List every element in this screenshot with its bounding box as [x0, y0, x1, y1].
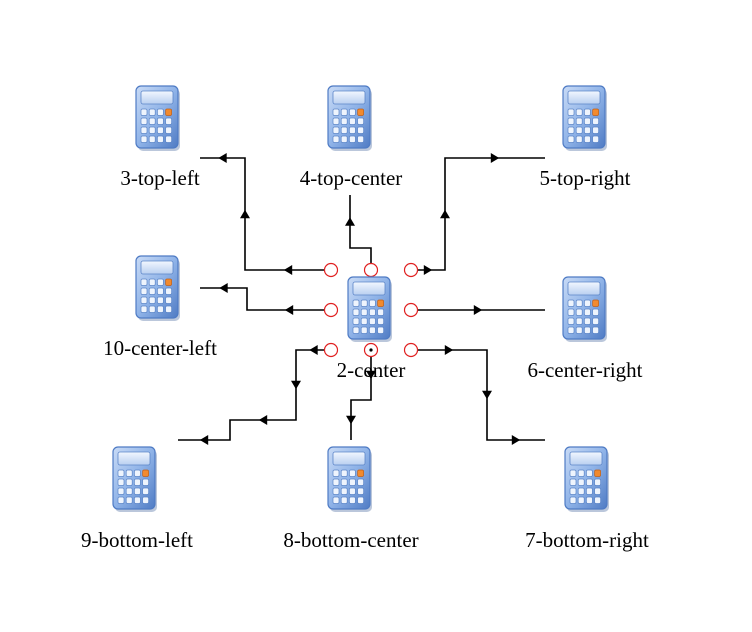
arrowhead-icon	[423, 265, 433, 275]
arrowhead-icon	[199, 435, 209, 445]
calculator-icon-8-bottom-center	[327, 446, 372, 512]
arrowhead-icon	[482, 390, 492, 400]
node-label-10-center-left: 10-center-left	[103, 336, 217, 360]
arrowhead-icon	[283, 265, 293, 275]
edge-n2-n5	[411, 153, 545, 275]
node-label-4-top-center: 4-top-center	[299, 166, 403, 190]
arrowhead-icon	[473, 305, 483, 315]
port-circle-0[interactable]	[323, 262, 339, 278]
ports-layer	[323, 262, 419, 358]
arrowhead-icon	[346, 415, 356, 425]
arrowhead-icon	[345, 217, 355, 226]
edges-layer	[178, 153, 545, 445]
edge-n2-n10	[200, 283, 331, 315]
node-label-7-bottom-right: 7-bottom-right	[525, 528, 649, 552]
arrowhead-icon	[240, 209, 250, 219]
arrowhead-icon	[309, 345, 318, 355]
port-circle-7[interactable]	[403, 342, 419, 358]
edge-n2-n4	[345, 195, 372, 270]
node-label-6-center-right: 6-center-right	[527, 358, 643, 382]
port-circle-2[interactable]	[403, 262, 419, 278]
calculator-icon-4-top-center	[327, 85, 372, 151]
calculator-icon-9-bottom-left	[112, 446, 157, 512]
arrowhead-icon	[366, 370, 376, 380]
node-label-9-bottom-left: 9-bottom-left	[81, 528, 193, 552]
edge-n2-n3	[200, 153, 331, 275]
calculator-icon-3-top-left	[135, 85, 180, 151]
arrowhead-icon	[511, 435, 521, 445]
calculator-icon-5-top-right	[562, 85, 607, 151]
edge-n2-n9	[178, 345, 331, 445]
calculator-icon-6-center-right	[562, 276, 607, 342]
port-circle-4[interactable]	[403, 302, 419, 318]
port-circle-5[interactable]	[323, 342, 339, 358]
calculator-icon-2-center	[347, 276, 392, 342]
arrowhead-icon	[218, 153, 227, 163]
arrowhead-icon	[444, 345, 454, 355]
calculator-icon-7-bottom-right	[564, 446, 609, 512]
arrowhead-icon	[490, 153, 500, 163]
edge-line	[411, 157, 545, 271]
icons-layer	[112, 85, 609, 512]
node-label-2-center: 2-center	[336, 358, 406, 382]
arrowhead-icon	[219, 283, 228, 293]
node-label-5-top-right: 5-top-right	[539, 166, 631, 190]
arrowhead-icon	[291, 380, 301, 390]
edge-n2-n8	[346, 350, 376, 440]
edge-n2-n7	[411, 345, 545, 445]
port-dot	[369, 348, 373, 352]
port-circle-1[interactable]	[363, 262, 379, 278]
edge-line	[349, 195, 372, 270]
edge-line	[200, 287, 331, 311]
arrowhead-icon	[258, 415, 268, 425]
calculator-icon-10-center-left	[135, 255, 180, 321]
node-label-3-top-left: 3-top-left	[120, 166, 200, 190]
arrowhead-icon	[440, 209, 450, 219]
edge-line	[411, 349, 545, 441]
arrowhead-icon	[284, 305, 294, 315]
edge-line	[178, 349, 331, 441]
edge-n2-n6	[411, 305, 545, 315]
node-label-8-bottom-center: 8-bottom-center	[283, 528, 419, 552]
port-circle-3[interactable]	[323, 302, 339, 318]
